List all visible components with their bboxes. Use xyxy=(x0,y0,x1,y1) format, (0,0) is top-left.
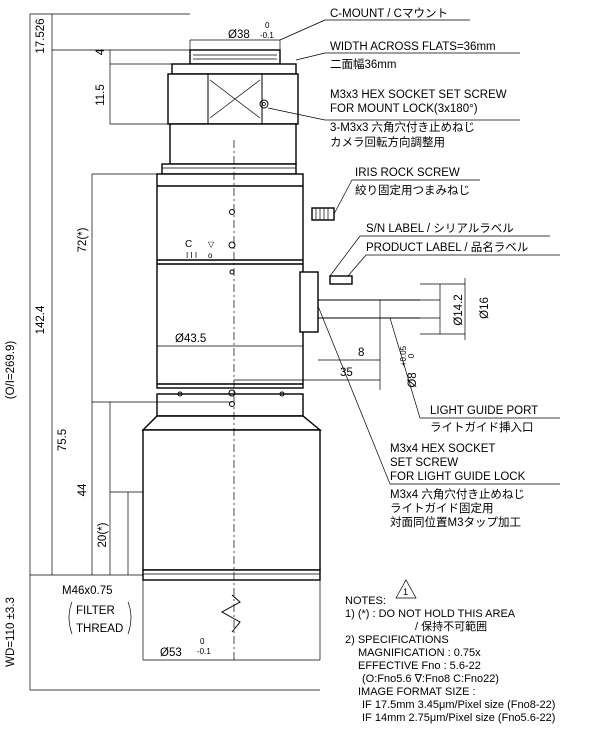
note-magnification: MAGNIFICATION : 0.75x xyxy=(358,647,481,659)
lens-body xyxy=(141,49,420,660)
notes-revision: 1 xyxy=(403,587,408,597)
callout-light-port-en: LIGHT GUIDE PORT xyxy=(430,405,538,417)
callouts: C-MOUNT / Cマウント WIDTH ACROSS FLATS=36mm … xyxy=(330,7,538,529)
revision-triangle-icon xyxy=(395,579,417,599)
note-1: 1) (*) : DO NOT HOLD THIS AREA xyxy=(345,608,516,620)
dim-dia-8-tol-lower: 0 xyxy=(407,353,416,358)
dim-142-4: 142.4 xyxy=(35,305,47,334)
note-fno: EFFECTIVE Fno : 5.6-22 xyxy=(358,660,481,672)
dim-dia-38: Ø38 xyxy=(228,29,250,41)
callout-lg-screw-jp-1: M3x4 六角穴付き止めねじ xyxy=(390,487,525,501)
callout-mount-screw-jp-2: カメラ回転方向調整用 xyxy=(330,135,445,149)
dim-dia-38-tol-upper: 0 xyxy=(265,21,270,30)
dimension-labels: (O/I=269.9) WD=110 ±3.3 17.526 142.4 4 1… xyxy=(5,18,491,666)
iris-mark-dot: o xyxy=(208,251,213,260)
dim-wd: WD=110 ±3.3 xyxy=(5,597,17,667)
dim-11-5: 11.5 xyxy=(95,84,107,106)
callout-light-port-jp: ライトガイド挿入口 xyxy=(430,420,534,434)
dim-dia-43-5: Ø43.5 xyxy=(175,333,206,345)
callout-lg-screw-jp-3: 対面同位置M3タップ加工 xyxy=(390,515,521,529)
leader-lines xyxy=(267,19,560,485)
callout-width-flats-jp: 二面幅36mm xyxy=(330,58,396,71)
note-fno-detail: (O:Fno5.6 ∇:Fno8 C:Fno22) xyxy=(362,673,499,685)
dim-dia-53: Ø53 xyxy=(160,647,182,659)
note-if2: IF 14mm 2.75μm/Pixel size (Fno5.6-22) xyxy=(362,712,555,724)
iris-markings: C I I I ▽ o xyxy=(185,239,215,260)
dim-75-5: 75.5 xyxy=(57,429,69,451)
callout-iris-jp: 絞り固定用つまみねじ xyxy=(355,183,470,197)
callout-c-mount: C-MOUNT / Cマウント xyxy=(330,7,448,20)
dim-dia-14-2: Ø14.2 xyxy=(453,294,465,325)
dim-dia-8-tol-upper: +0.05 xyxy=(399,345,408,366)
callout-lg-screw-jp-2: ライトガイド固定用 xyxy=(390,501,494,515)
callout-width-flats-en: WIDTH ACROSS FLATS=36mm xyxy=(330,41,496,53)
note-image-format: IMAGE FORMAT SIZE : xyxy=(358,686,476,698)
dim-4: 4 xyxy=(95,48,107,55)
notes-title: NOTES: xyxy=(345,595,386,607)
callout-lg-screw-en-1: M3x4 HEX SOCKET xyxy=(390,443,495,455)
dim-72: 72(*) xyxy=(77,227,89,252)
filter-label-2: THREAD xyxy=(76,623,123,635)
callout-mount-screw-en-2: FOR MOUNT LOCK(3x180°) xyxy=(330,103,478,115)
dim-dia-8: Ø8 xyxy=(407,372,419,387)
dim-17-526: 17.526 xyxy=(35,18,47,53)
dim-dia-53-tol-lower: -0.1 xyxy=(197,647,211,656)
dim-35: 35 xyxy=(340,367,353,379)
callout-lg-screw-en-3: FOR LIGHT GUIDE LOCK xyxy=(390,471,526,483)
callout-iris-en: IRIS ROCK SCREW xyxy=(355,167,460,179)
dim-oi-total: (O/I=269.9) xyxy=(5,341,17,400)
callout-sn-label: S/N LABEL / シリアルラベル xyxy=(366,223,514,235)
note-2: 2) SPECIFICATIONS xyxy=(345,634,449,646)
iris-mark-letter: C xyxy=(185,239,192,250)
dim-44: 44 xyxy=(77,483,89,496)
iris-mark-ticks: I I I xyxy=(186,251,197,260)
iris-mark-triangle: ▽ xyxy=(208,240,215,249)
dimension-lines xyxy=(29,13,466,691)
callout-lg-screw-en-2: SET SCREW xyxy=(390,457,458,469)
callout-mount-screw-jp-1: 3-M3x3 六角穴付き止めねじ xyxy=(330,120,475,134)
callout-mount-screw-en-1: M3x3 HEX SOCKET SET SCREW xyxy=(330,89,507,101)
note-if1: IF 17.5mm 3.45μm/Pixel size (Fno8-22) xyxy=(362,699,555,711)
notes-block: NOTES: 1 1) (*) : DO NOT HOLD THIS AREA … xyxy=(345,579,555,724)
dim-20: 20(*) xyxy=(97,522,109,547)
callout-product-label: PRODUCT LABEL / 品名ラベル xyxy=(366,240,528,254)
note-1-jp: / 保持不可範囲 xyxy=(415,619,487,633)
dim-dia-53-tol-upper: 0 xyxy=(200,637,205,646)
filter-thread-size: M46x0.75 xyxy=(62,585,113,597)
dim-dia-38-tol-lower: -0.1 xyxy=(260,31,274,40)
filter-label-1: FILTER xyxy=(76,605,115,617)
dim-8: 8 xyxy=(358,347,364,359)
dim-dia-16: Ø16 xyxy=(479,297,491,319)
